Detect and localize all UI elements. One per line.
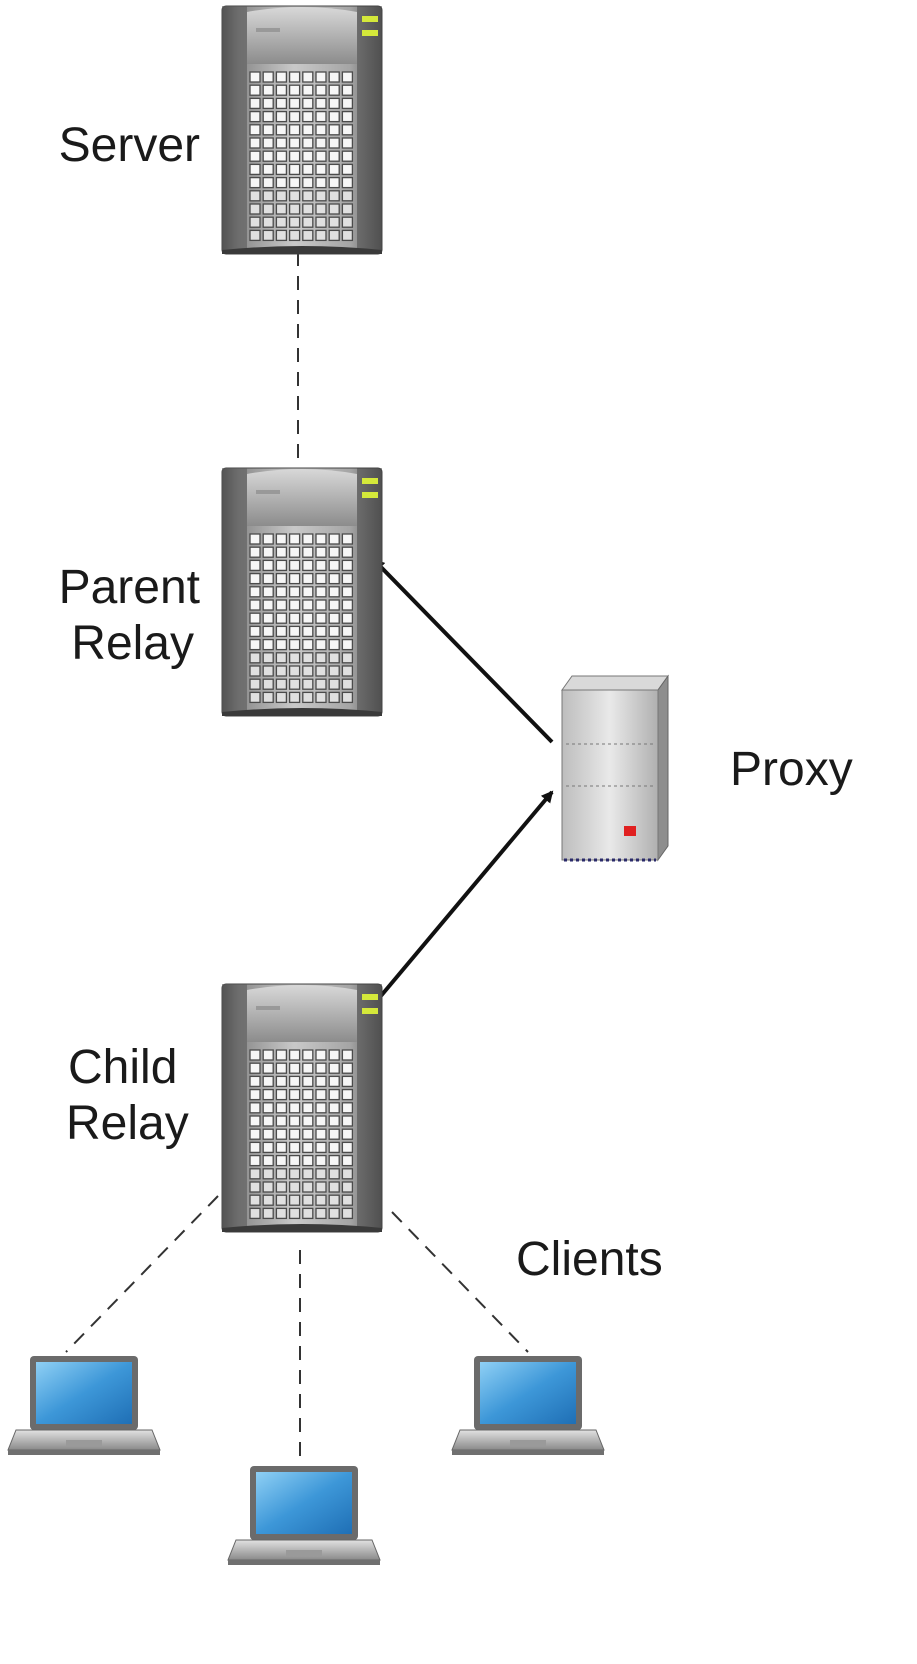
client-laptop-2 [227, 1465, 381, 1566]
label-server-text: Server [58, 119, 200, 172]
edge-proxy-to-parent-relay [372, 558, 554, 744]
label-parent-relay-line1: Parent [58, 561, 200, 614]
label-child-relay: Child Relay [66, 1040, 216, 1152]
label-child-relay-line2: Relay [66, 1097, 189, 1150]
proxy-box-icon [561, 674, 669, 862]
tower-window-grid [249, 71, 354, 242]
label-clients: Clients [516, 1232, 696, 1288]
server-tower-icon [221, 5, 383, 255]
client-laptop-1 [7, 1355, 161, 1456]
parent-relay-tower-icon [221, 467, 383, 717]
edge-child-relay-client-1 [65, 1195, 219, 1353]
child-relay-tower-icon [221, 983, 383, 1233]
edge-child-relay-to-proxy [378, 790, 554, 999]
label-child-relay-line1: Child [68, 1041, 178, 1094]
label-parent-relay: Parent Relay [20, 560, 200, 672]
label-proxy: Proxy [730, 742, 900, 798]
client-laptop-3 [451, 1355, 605, 1456]
label-clients-text: Clients [516, 1233, 663, 1286]
label-proxy-text: Proxy [730, 743, 853, 796]
edge-child-relay-client-3 [391, 1211, 529, 1353]
tower-window-grid [249, 1049, 354, 1220]
label-server: Server [30, 118, 200, 174]
tower-window-grid [249, 533, 354, 704]
label-parent-relay-line2: Relay [71, 617, 194, 670]
